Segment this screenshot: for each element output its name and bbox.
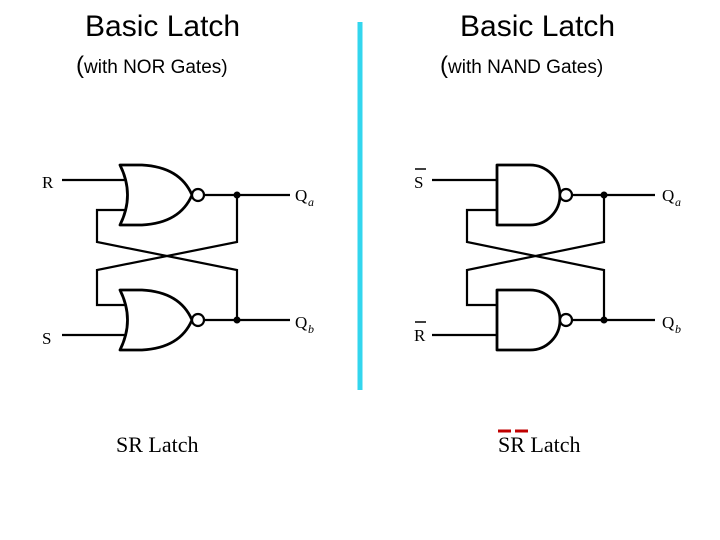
- right-title: Basic Latch: [460, 10, 616, 43]
- nand-feedback-wire-a: [465, 208, 606, 320]
- nand-gate-top: [495, 163, 562, 227]
- nor-output-qb-subscript: b: [308, 322, 314, 336]
- nor-gate-top: [118, 163, 194, 227]
- nor-latch-diagram: R S Q a Q b: [42, 163, 314, 352]
- left-subtitle-text: with NOR Gates): [84, 57, 228, 78]
- nor-gate-top-bubble: [190, 187, 206, 203]
- right-subtitle: (with NAND Gates): [440, 52, 603, 80]
- nand-input-r-label: R: [414, 326, 426, 345]
- right-caption: SR Latch: [498, 432, 581, 457]
- nor-output-qa-subscript: a: [308, 195, 314, 209]
- nor-junction-bottom: [233, 316, 241, 324]
- nand-junction-bottom: [600, 316, 608, 324]
- nor-output-qb-label: Q: [295, 313, 307, 332]
- nand-output-qb-label: Q: [662, 313, 674, 332]
- nor-input-s-label: S: [42, 329, 51, 348]
- right-subtitle-text: with NAND Gates): [448, 57, 604, 78]
- nand-junction-top: [600, 191, 608, 199]
- nor-feedback-wire-a: [95, 208, 239, 320]
- nand-output-qa-subscript: a: [675, 195, 681, 209]
- nor-gate-bottom-bubble: [190, 312, 206, 328]
- nand-input-s-label: S: [414, 173, 423, 192]
- nand-gate-bottom-bubble: [558, 312, 574, 328]
- nor-input-r-label: R: [42, 173, 54, 192]
- left-title: Basic Latch: [85, 10, 241, 43]
- left-subtitle: (with NOR Gates): [76, 52, 228, 80]
- nand-gate-bottom: [495, 288, 562, 352]
- nand-latch-diagram: S R Q a Q b: [414, 163, 681, 352]
- nand-output-qa-label: Q: [662, 186, 674, 205]
- left-subtitle-paren: (: [76, 52, 84, 79]
- nand-output-qb-subscript: b: [675, 322, 681, 336]
- nor-feedback-wire-b: [95, 195, 239, 307]
- left-caption: SR Latch: [116, 432, 199, 457]
- nand-feedback-wire-b: [465, 195, 606, 307]
- nor-junction-top: [233, 191, 241, 199]
- right-subtitle-paren: (: [440, 52, 448, 79]
- nor-gate-bottom: [118, 288, 194, 352]
- nand-gate-top-bubble: [558, 187, 574, 203]
- nor-output-qa-label: Q: [295, 186, 307, 205]
